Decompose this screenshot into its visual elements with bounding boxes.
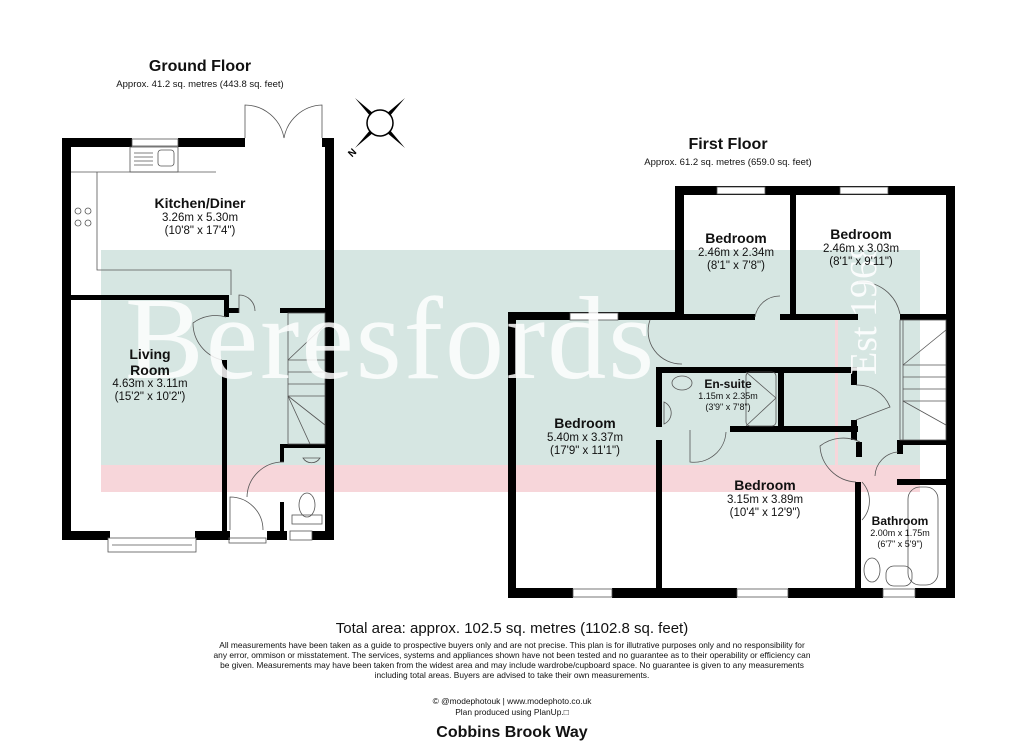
room-bedroom-small-left: Bedroom 2.46m x 2.34m (8'1" x 7'8") bbox=[697, 230, 775, 272]
ground-floor-fixtures bbox=[71, 104, 326, 553]
room-en-suite: En-suite 1.15m x 2.35m (3'9" x 7'8") bbox=[698, 377, 758, 412]
credit-line-1: © @modephotouk | www.modephoto.co.uk bbox=[432, 696, 592, 706]
room-bathroom: Bathroom 2.00m x 1.75m (6'7" x 5'9") bbox=[870, 514, 930, 549]
room-bedroom-lower: Bedroom 3.15m x 3.89m (10'4" x 12'9") bbox=[726, 477, 804, 519]
first-floor-fixtures bbox=[569, 186, 947, 598]
compass-north-label: N bbox=[346, 147, 359, 160]
watermark-brand-text: Beresfords bbox=[125, 273, 657, 404]
ground-floor-walls bbox=[62, 138, 334, 540]
property-address: Cobbins Brook Way bbox=[436, 724, 588, 741]
watermark-vertical-stripe bbox=[835, 315, 838, 465]
room-bedroom-main: Bedroom 5.40m x 3.37m (17'9" x 11'1") bbox=[546, 415, 624, 457]
disclaimer-text: All measurements have been taken as a gu… bbox=[213, 640, 811, 681]
room-living-room: Living Room 4.63m x 3.11m (15'2" x 10'2"… bbox=[112, 346, 188, 404]
compass-rose-icon bbox=[355, 98, 405, 148]
first-floor-area: Approx. 61.2 sq. metres (659.0 sq. feet) bbox=[644, 157, 812, 168]
ground-floor-title: Ground Floor bbox=[148, 58, 252, 75]
room-bedroom-small-right: Bedroom 2.46m x 3.03m (8'1" x 9'11") bbox=[822, 226, 900, 268]
total-area: Total area: approx. 102.5 sq. metres (11… bbox=[335, 620, 689, 637]
first-floor-title: First Floor bbox=[688, 136, 768, 153]
credit-line-2: Plan produced using PlanUp.□ bbox=[455, 707, 569, 717]
ground-floor-area: Approx. 41.2 sq. metres (443.8 sq. feet) bbox=[116, 79, 284, 90]
room-kitchen-diner: Kitchen/Diner 3.26m x 5.30m (10'8" x 17'… bbox=[154, 195, 246, 237]
